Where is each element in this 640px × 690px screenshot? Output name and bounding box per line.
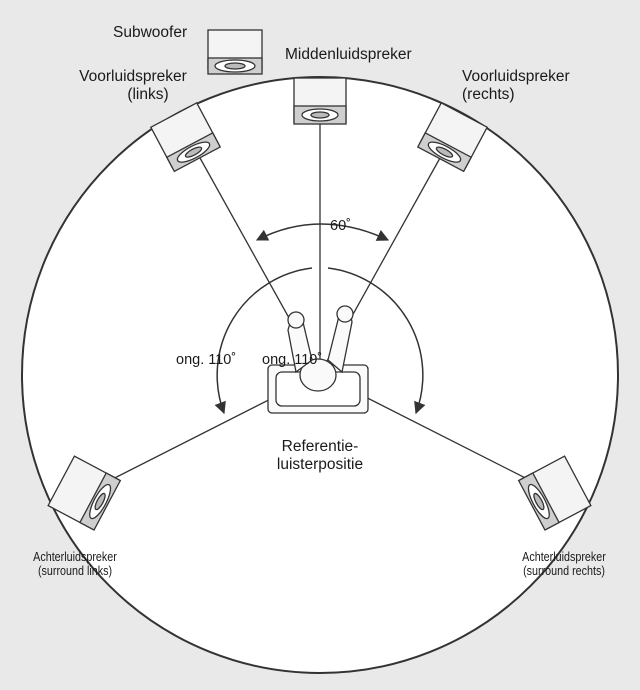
- front-left-label-line2: (links): [127, 85, 169, 103]
- rear-right-label: Achterluidspreker (surround rechts): [500, 550, 627, 579]
- front-right-label-line2: (rechts): [462, 85, 515, 103]
- angle-60-label: 60˚: [330, 218, 351, 234]
- angle-110-left-label: ong. 110˚: [176, 352, 237, 368]
- subwoofer-label: Subwoofer: [113, 24, 188, 41]
- listener-head: [299, 358, 337, 392]
- angle-110-right-label: ong. 110˚: [262, 352, 323, 368]
- front-right-label-line1: Voorluidspreker: [462, 68, 570, 85]
- subwoofer-speaker-icon: [207, 29, 263, 75]
- rear-left-label-line1: Achterluidspreker: [33, 550, 117, 564]
- center-speaker-icon: [293, 77, 347, 125]
- listener-label-line2: luisterpositie: [276, 455, 364, 473]
- front-left-label: Voorluidspreker (links): [48, 68, 218, 104]
- arc-110-right: [327, 267, 426, 415]
- front-right-label: Voorluidspreker (rechts): [462, 68, 570, 104]
- front-right-speaker-icon: [416, 101, 489, 173]
- front-left-label-line1: Voorluidspreker: [79, 68, 187, 85]
- rear-right-label-line2: (surround rechts): [523, 564, 605, 579]
- listener-figure-icon: [267, 305, 369, 414]
- angle-arcs: [214, 223, 426, 415]
- arc-110-left: [214, 267, 313, 415]
- listener-position-label: Referentie- luisterpositie: [250, 438, 390, 474]
- listener-label-line1: Referentie-: [281, 438, 359, 455]
- rear-right-speaker-icon: [517, 455, 592, 531]
- rear-left-label: Achterluidspreker (surround links): [11, 550, 140, 579]
- arc-60-degrees: [255, 223, 390, 241]
- center-speaker-label: Middenluidspreker: [285, 46, 412, 63]
- rear-left-label-line2: (surround links): [37, 564, 113, 579]
- front-left-speaker-icon: [149, 101, 222, 173]
- rear-right-label-line1: Achterluidspreker: [522, 550, 606, 564]
- rear-left-speaker-icon: [47, 455, 122, 531]
